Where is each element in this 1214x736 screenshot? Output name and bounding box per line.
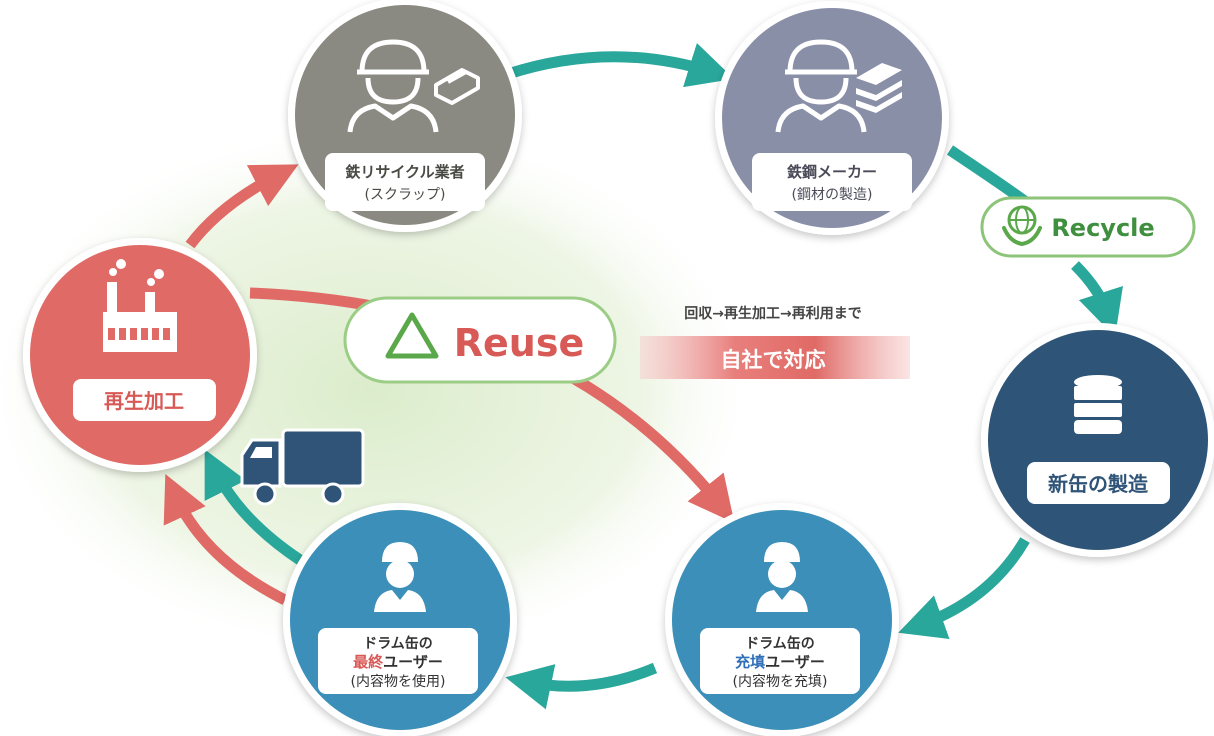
filler-label-box: ドラム缶の 充填ユーザー (内容物を充填) bbox=[700, 628, 860, 694]
drum-can-icon bbox=[1074, 375, 1122, 434]
recycle-arrows-icon bbox=[385, 312, 439, 359]
node-new-can bbox=[981, 323, 1214, 557]
in-house-note: 回収→再生加工→再利用まで bbox=[684, 305, 861, 322]
arrow-newcan-to-filler bbox=[898, 537, 1030, 639]
steel-sheets-icon bbox=[856, 63, 902, 113]
node-filler-user bbox=[665, 503, 899, 736]
worker-helmet-icon bbox=[756, 542, 808, 612]
recycle-badge: Recycle bbox=[980, 196, 1196, 258]
scrap-label-box: 鉄リサイクル業者 (スクラップ) bbox=[325, 153, 485, 211]
enduser-emphasis: 最終 bbox=[353, 653, 384, 671]
enduser-line1: ドラム缶の bbox=[363, 635, 433, 652]
node-end-user bbox=[283, 503, 517, 736]
arrow-steel-to-newcan-b bbox=[1071, 261, 1123, 337]
truck-icon bbox=[240, 428, 365, 506]
scrap-subtitle: (スクラップ) bbox=[365, 187, 446, 203]
reuse-label: Reuse bbox=[454, 321, 584, 365]
steel-beam-icon bbox=[434, 68, 480, 105]
arrow-scrap-to-steel bbox=[503, 43, 735, 88]
newcan-label: 新缶の製造 bbox=[1048, 472, 1149, 496]
worker-icon bbox=[347, 39, 439, 133]
filler-line1: ドラム缶の bbox=[745, 635, 815, 652]
recondition-label: 再生加工 bbox=[104, 389, 184, 413]
recondition-label-box: 再生加工 bbox=[73, 379, 216, 421]
filler-role: ユーザー bbox=[765, 653, 825, 671]
in-house-banner bbox=[640, 336, 910, 379]
arrow-enduser-to-recondition-teal bbox=[204, 449, 304, 565]
recycle-label: Recycle bbox=[1051, 214, 1154, 242]
enduser-label-box: ドラム缶の 最終ユーザー (内容物を使用) bbox=[318, 628, 478, 694]
filler-line2: 充填ユーザー bbox=[735, 653, 825, 671]
steel-label-box: 鉄鋼メーカー (鋼材の製造) bbox=[752, 153, 912, 211]
newcan-label-box: 新缶の製造 bbox=[1027, 462, 1170, 504]
in-house-banner-label: 自社で対応 bbox=[721, 348, 826, 372]
arrow-recondition-to-scrap bbox=[185, 164, 299, 249]
steel-subtitle: (鋼材の製造) bbox=[792, 187, 873, 203]
filler-emphasis: 充填 bbox=[735, 653, 765, 671]
enduser-line3: (内容物を使用) bbox=[351, 673, 446, 690]
filler-line3: (内容物を充填) bbox=[733, 673, 828, 690]
arrow-enduser-to-recondition-red bbox=[163, 474, 288, 605]
arrow-filler-to-enduser bbox=[505, 662, 658, 710]
globe-hands-icon bbox=[1002, 205, 1042, 247]
worker-helmet-icon bbox=[374, 542, 426, 612]
steel-title: 鉄鋼メーカー bbox=[787, 163, 877, 181]
node-recondition bbox=[23, 238, 257, 472]
scrap-title: 鉄リサイクル業者 bbox=[345, 163, 464, 181]
enduser-role: ユーザー bbox=[383, 653, 443, 671]
factory-icon bbox=[103, 259, 177, 352]
enduser-line2: 最終ユーザー bbox=[353, 653, 443, 671]
worker-icon bbox=[775, 39, 867, 133]
reuse-badge: Reuse bbox=[343, 296, 617, 384]
